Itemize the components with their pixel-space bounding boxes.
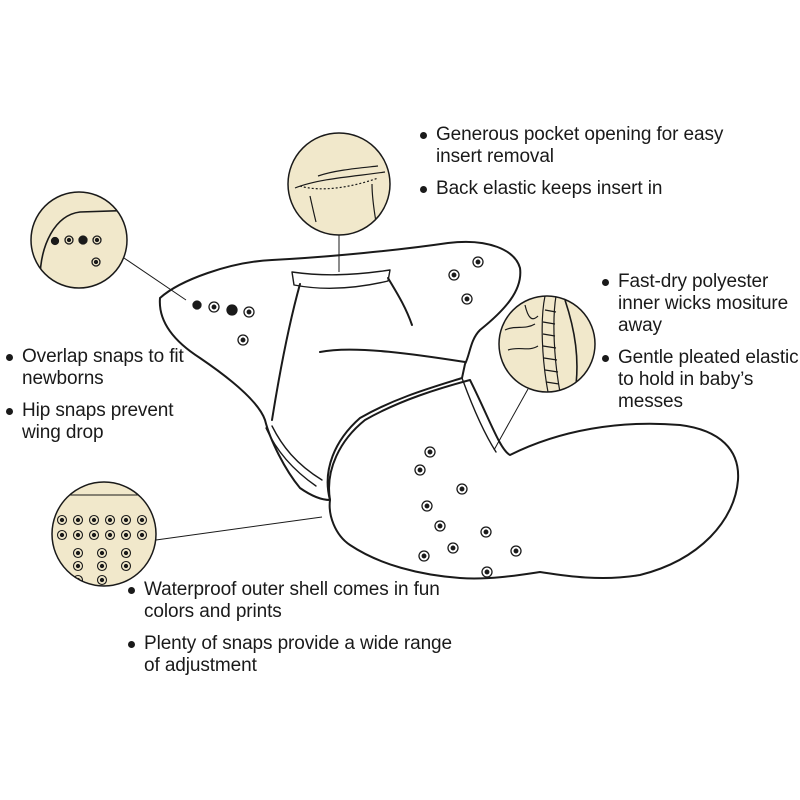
callout-item: Generous pocket opening for easy insert … — [420, 124, 740, 168]
snap-dot-center — [75, 550, 81, 556]
pocket-opening-detail-icon — [287, 132, 391, 236]
inner-fold-line-3 — [319, 348, 466, 363]
snap-dot-center — [107, 517, 113, 523]
snap-dot-center — [99, 577, 105, 583]
callout-snap-features: Overlap snaps to fit newborns Hip snaps … — [6, 346, 206, 444]
callout-shell-features: Waterproof outer shell comes in fun colo… — [128, 579, 468, 677]
callout-item: Fast-dry polyester inner wicks mositure … — [602, 271, 800, 337]
leader-line-left — [123, 257, 187, 301]
snap-dot — [88, 514, 100, 526]
callout-text: Fast-dry polyester inner wicks mositure … — [618, 271, 789, 336]
hip-snaps-right — [448, 256, 484, 305]
snap-dot-center — [59, 532, 65, 538]
callout-item: Plenty of snaps provide a wide range of … — [128, 633, 468, 677]
leg-gather-right — [461, 377, 497, 453]
leader-line-bottom — [155, 516, 323, 541]
snap-dot — [72, 547, 84, 559]
diaper-illustration — [158, 240, 740, 580]
diaper-front-outline — [328, 379, 740, 580]
snap-dot-center — [123, 532, 129, 538]
snap-dot — [136, 514, 148, 526]
snap-grid-detail-icon — [51, 481, 157, 587]
bullet-icon — [6, 354, 13, 361]
bullet-icon — [420, 132, 427, 139]
snap-dot — [72, 529, 84, 541]
snap-dot — [88, 529, 100, 541]
overlap-snaps-detail-icon — [30, 191, 128, 289]
snap-dot-center — [139, 532, 145, 538]
bullet-icon — [602, 279, 609, 286]
snap-dot-center — [75, 517, 81, 523]
snap-dot-center — [123, 517, 129, 523]
callout-item: Gentle pleated elastic to hold in baby’s… — [602, 347, 800, 413]
callout-pocket-features: Generous pocket opening for easy insert … — [420, 124, 740, 200]
snap-dot — [72, 514, 84, 526]
bullet-icon — [602, 355, 609, 362]
bullet-icon — [128, 587, 135, 594]
front-panel-snaps — [414, 446, 522, 578]
callout-text: Overlap snaps to fit newborns — [22, 346, 184, 389]
snap-dot — [120, 547, 132, 559]
snap-dot — [72, 560, 84, 572]
bullet-icon — [128, 641, 135, 648]
snap-dot-center — [75, 563, 81, 569]
snap-dot-center — [75, 532, 81, 538]
snap-dot-center — [59, 517, 65, 523]
snap-dot — [56, 514, 68, 526]
callout-item: Back elastic keeps insert in — [420, 178, 740, 200]
callout-item: Overlap snaps to fit newborns — [6, 346, 206, 390]
leader-line-right — [493, 388, 529, 451]
callout-text: Back elastic keeps insert in — [436, 178, 663, 199]
leg-gather-left-2 — [271, 425, 323, 481]
snap-dot — [120, 514, 132, 526]
snap-dot — [120, 560, 132, 572]
snap-dot-center — [123, 563, 129, 569]
callout-text: Plenty of snaps provide a wide range of … — [144, 633, 452, 676]
snap-dot — [104, 529, 116, 541]
snap-dot-center — [99, 550, 105, 556]
callout-text: Gentle pleated elastic to hold in baby’s… — [618, 347, 799, 412]
snap-dot-center — [107, 532, 113, 538]
snap-dot — [104, 514, 116, 526]
leader-lines — [123, 235, 529, 541]
callout-text: Generous pocket opening for easy insert … — [436, 124, 724, 167]
callout-text: Waterproof outer shell comes in fun colo… — [144, 579, 440, 622]
callout-inner-features: Fast-dry polyester inner wicks mositure … — [602, 271, 800, 413]
pocket-opening-band — [291, 269, 391, 290]
hip-snaps-left — [192, 300, 255, 346]
snap-dot — [120, 529, 132, 541]
snap-dot — [96, 547, 108, 559]
callout-item: Hip snaps prevent wing drop — [6, 400, 206, 444]
snap-dot — [96, 560, 108, 572]
snap-dot-center — [99, 563, 105, 569]
diaper-back-outline — [158, 240, 522, 501]
callout-item: Waterproof outer shell comes in fun colo… — [128, 579, 468, 623]
snap-dot — [96, 574, 108, 586]
snap-dot — [136, 529, 148, 541]
leg-gather-left — [265, 427, 317, 487]
bullet-icon — [6, 408, 13, 415]
inner-fold-line-1 — [271, 283, 301, 421]
leg-elastic-detail-icon — [498, 295, 596, 393]
snap-dot-center — [91, 532, 97, 538]
snap-dot-center — [123, 550, 129, 556]
snap-dot-center — [139, 517, 145, 523]
snap-dot-center — [91, 517, 97, 523]
bullet-icon — [420, 186, 427, 193]
callout-text: Hip snaps prevent wing drop — [22, 400, 174, 443]
inner-fold-line-2 — [387, 277, 413, 326]
snap-dot — [56, 529, 68, 541]
